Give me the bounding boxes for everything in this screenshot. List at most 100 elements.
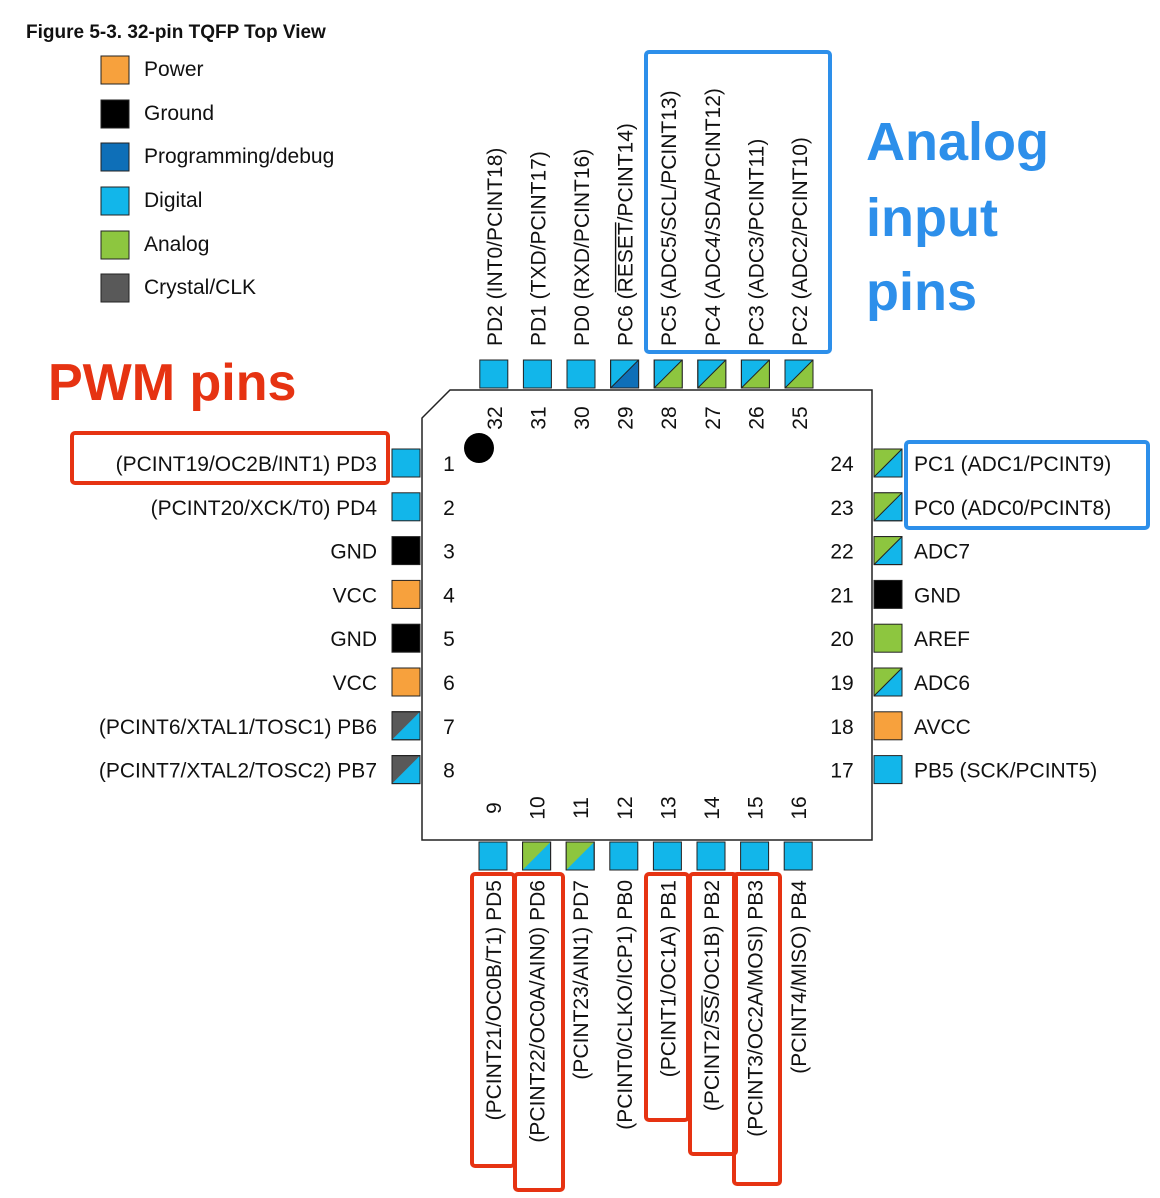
pin-10-number: 10 xyxy=(527,796,550,819)
pin-9-label: (PCINT21/OC0B/T1) PD5 xyxy=(483,880,506,1120)
pin-21-number: 21 xyxy=(830,584,853,607)
pin-11-pad xyxy=(565,841,595,871)
figure-title: Figure 5-3. 32-pin TQFP Top View xyxy=(26,22,326,43)
pin-18-pad xyxy=(873,711,903,741)
pin-3-number: 3 xyxy=(443,541,455,564)
pin-28-label: PC5 (ADC5/SCL/PCINT13) xyxy=(658,90,681,346)
pin-7-label: (PCINT6/XTAL1/TOSC1) PB6 xyxy=(99,716,377,739)
pin-22-number: 22 xyxy=(830,541,853,564)
pin-11-number: 11 xyxy=(570,797,593,819)
pin-23-number: 23 xyxy=(830,497,853,520)
legend-swatch-ground xyxy=(100,99,130,129)
legend-label-digital: Digital xyxy=(144,189,202,212)
pin-17-label: PB5 (SCK/PCINT5) xyxy=(914,760,1097,783)
pin-30-pad xyxy=(566,359,596,389)
pin-19-pad xyxy=(873,667,903,697)
pin-13-number: 13 xyxy=(657,796,680,819)
pin-30-label: PD0 (RXD/PCINT16) xyxy=(571,149,594,346)
pin-10-pad xyxy=(522,841,552,871)
pin-10-label: (PCINT22/OC0A/AIN0) PD6 xyxy=(527,880,550,1143)
pin-24-number: 24 xyxy=(830,453,854,476)
pin-20-number: 20 xyxy=(830,628,853,651)
pin-3-label: GND xyxy=(330,541,377,564)
pin-31-number: 31 xyxy=(527,406,550,429)
legend-swatch-power xyxy=(100,55,130,85)
pin-12-pad xyxy=(609,841,639,871)
pin-25-number: 25 xyxy=(789,406,812,429)
pin-8-pad xyxy=(391,755,421,785)
pin-24-pad xyxy=(873,448,903,478)
pin-18-label: AVCC xyxy=(914,716,971,739)
pin-8-label: (PCINT7/XTAL2/TOSC2) PB7 xyxy=(99,760,377,783)
pin-18-number: 18 xyxy=(830,716,853,739)
pin-31-pad xyxy=(522,359,552,389)
pin-28-pad xyxy=(653,359,683,389)
pin-23-label: PC0 (ADC0/PCINT8) xyxy=(914,497,1111,520)
legend-label-crystal: Crystal/CLK xyxy=(144,276,256,299)
pin-6-pad xyxy=(391,667,421,697)
pin-29-label: PC6 (RESET/PCINT14) xyxy=(615,123,638,346)
pin-6-number: 6 xyxy=(443,672,455,695)
analog-box-right xyxy=(904,440,1150,530)
analog-annotation-line3: pins xyxy=(866,262,977,322)
pin-7-pad xyxy=(391,711,421,741)
pin-14-pad xyxy=(696,841,726,871)
analog-annotation-line1: Analog xyxy=(866,112,1049,172)
pin-5-label: GND xyxy=(330,628,377,651)
pin-9-number: 9 xyxy=(483,802,506,814)
pin-20-label: AREF xyxy=(914,628,970,651)
pin-2-number: 2 xyxy=(443,497,455,520)
pin-32-number: 32 xyxy=(484,406,507,429)
pin-30-number: 30 xyxy=(571,406,594,429)
pin-9-pad xyxy=(478,841,508,871)
pin-27-number: 27 xyxy=(702,406,725,429)
pin-5-number: 5 xyxy=(443,628,455,651)
pin-19-label: ADC6 xyxy=(914,672,970,695)
pin-1-label: (PCINT19/OC2B/INT1) PD3 xyxy=(116,453,377,476)
pin-1-pad xyxy=(391,448,421,478)
pin-1-number: 1 xyxy=(443,453,455,476)
pin-4-pad xyxy=(391,579,421,609)
legend-swatch-programming xyxy=(100,142,130,172)
pin-22-label: ADC7 xyxy=(914,541,970,564)
pin-15-label: (PCINT3/OC2A/MOSI) PB3 xyxy=(745,880,768,1137)
pin-28-number: 28 xyxy=(658,406,681,429)
pin-6-label: VCC xyxy=(333,672,377,695)
legend-label-ground: Ground xyxy=(144,102,214,125)
pin-13-label: (PCINT1/OC1A) PB1 xyxy=(657,880,680,1077)
pin-4-number: 4 xyxy=(443,584,455,607)
analog-box-top xyxy=(644,50,832,354)
pwm-pins-annotation: PWM pins xyxy=(48,354,296,412)
pwm-box-pd3 xyxy=(70,431,390,485)
highlight-group xyxy=(70,50,1150,1192)
pin-29-number: 29 xyxy=(615,406,638,429)
pin-24-label: PC1 (ADC1/PCINT9) xyxy=(914,453,1111,476)
pin-5-pad xyxy=(391,623,421,653)
pin-23-pad xyxy=(873,492,903,522)
pin-17-number: 17 xyxy=(830,760,853,783)
pin-20-pad xyxy=(873,623,903,653)
pin-14-label: (PCINT2/SS/OC1B) PB2 xyxy=(701,880,724,1111)
pin-26-label: PC3 (ADC3/PCINT11) xyxy=(745,139,768,346)
pin-12-number: 12 xyxy=(614,796,637,819)
pin-4-label: VCC xyxy=(333,584,377,607)
pin-8-number: 8 xyxy=(443,760,455,783)
chip-body xyxy=(421,389,873,841)
pin-21-label: GND xyxy=(914,584,961,607)
legend-label-power: Power xyxy=(144,58,204,81)
analog-annotation-line2: input xyxy=(866,188,998,248)
legend: Power Ground Programming/debug Digital A… xyxy=(100,55,334,303)
pin-7-number: 7 xyxy=(443,716,455,739)
pin-32-label: PD2 (INT0/PCINT18) xyxy=(484,148,507,346)
pin-2-label: (PCINT20/XCK/T0) PD4 xyxy=(151,497,378,520)
legend-label-analog: Analog xyxy=(144,233,209,256)
pin-29-pad xyxy=(610,359,640,389)
pwm-box-pd6 xyxy=(513,872,565,1192)
pins-group: 1 (PCINT19/OC2B/INT1) PD3 2 (PCINT20/XCK/T0… xyxy=(99,88,1111,1142)
pin-17-pad xyxy=(873,755,903,785)
pin-27-pad xyxy=(697,359,727,389)
legend-swatch-analog xyxy=(100,230,130,260)
pin-16-number: 16 xyxy=(788,796,811,819)
